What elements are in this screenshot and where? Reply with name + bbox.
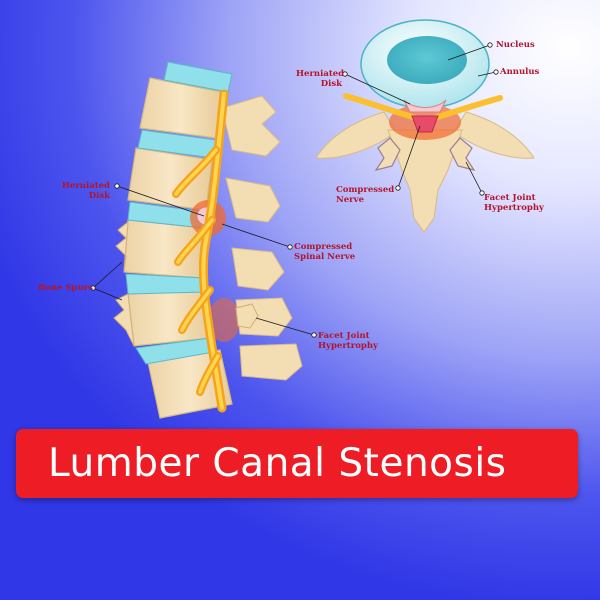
spinous-process-1 <box>221 95 281 157</box>
label-compressed-nerve-line1: Compressed <box>336 185 395 195</box>
label-facet-joint-side: Facet Joint Hypertrophy <box>318 331 378 351</box>
spinous-process-5 <box>239 343 303 381</box>
title-banner: Lumber Canal Stenosis <box>16 429 578 498</box>
lamina <box>387 129 463 233</box>
leader-nucleus <box>447 44 491 61</box>
leader-compressed-nerve-dot <box>395 185 401 191</box>
leader-herniated-top <box>344 73 411 105</box>
vertebra-4 <box>127 289 211 347</box>
leader-lines <box>90 42 499 338</box>
nucleus-core <box>387 36 467 84</box>
label-compressed-spinal-nerve: Compressed Spinal Nerve <box>294 242 355 262</box>
nerve-root-2-highlight <box>176 218 214 264</box>
spinal-cord-highlight <box>201 92 226 410</box>
leader-compressed-spinal <box>221 223 291 248</box>
lumbar-spine-side-view <box>113 61 303 419</box>
nerve-root-4-highlight <box>198 354 220 394</box>
label-compressed-nerve-line2: Nerve <box>336 195 365 205</box>
label-nucleus: Nucleus <box>496 40 535 50</box>
label-facet-joint-top-line1: Facet Joint <box>484 193 536 203</box>
page-title: Lumber Canal Stenosis <box>48 441 507 486</box>
leader-herniated-side-dot <box>114 183 120 189</box>
label-facet-joint-side-line2: Hypertrophy <box>318 341 378 351</box>
label-facet-joint-side-line1: Facet Joint <box>318 331 370 341</box>
leader-compressed-nerve <box>397 125 421 189</box>
leader-bone-spur-dot <box>90 285 96 291</box>
leader-facet-side-dot <box>311 332 317 338</box>
label-facet-joint-top: Facet Joint Hypertrophy <box>484 193 544 213</box>
label-herniated-disk-top-line1: Herniated <box>296 69 345 79</box>
nerve-root-3-highlight <box>180 288 212 332</box>
leader-facet-top-dot <box>479 190 485 196</box>
leader-herniated-top-dot <box>342 71 348 77</box>
transverse-process-left <box>315 111 397 159</box>
leader-nucleus-dot <box>487 42 493 48</box>
leader-compressed-spinal-dot <box>287 244 293 250</box>
label-herniated-disk-side: Herniated Disk <box>56 181 110 201</box>
leader-facet-top <box>465 161 483 194</box>
leader-herniated-side <box>116 185 205 217</box>
label-herniated-disk-side-line2: Disk <box>88 191 110 201</box>
vertebra-top-view <box>315 19 535 233</box>
leader-annulus-dot <box>493 69 499 75</box>
facet-inflammation <box>208 298 240 342</box>
label-bone-spurs: Bone Spurs <box>38 283 93 293</box>
leader-bone-spur-a <box>92 261 123 289</box>
label-herniated-disk-side-line1: Herniated <box>61 181 110 191</box>
facet-hypertrophy-right <box>449 137 476 171</box>
spinous-process-3 <box>231 247 285 291</box>
nerve-root-1-highlight <box>174 148 218 196</box>
label-compressed-nerve: Compressed Nerve <box>336 185 394 205</box>
spinal-canal-top <box>411 115 439 133</box>
label-compressed-spinal-nerve-line2: Spinal Nerve <box>294 252 356 262</box>
leader-annulus <box>477 71 497 77</box>
bone-spur-1 <box>115 220 129 273</box>
label-facet-joint-top-line2: Hypertrophy <box>484 203 544 213</box>
label-herniated-disk-top: Herniated Disk <box>296 69 345 89</box>
compressed-nerve-right <box>431 95 503 121</box>
disc-4 <box>125 273 207 295</box>
transverse-process-right <box>453 111 535 159</box>
label-compressed-spinal-nerve-line1: Compressed <box>294 242 353 252</box>
facet-hypertrophy-growth <box>235 303 259 329</box>
label-herniated-disk-top-line2: Disk <box>320 79 342 89</box>
label-annulus: Annulus <box>500 67 540 77</box>
compressed-nerve-left <box>343 93 419 121</box>
vertebra-2 <box>127 147 213 211</box>
facet-hypertrophy-left <box>374 137 401 171</box>
bone-spur-2 <box>113 293 135 347</box>
leader-bone-spur-b <box>92 287 123 301</box>
leader-facet-side <box>255 317 315 336</box>
spinous-process-2 <box>225 177 281 223</box>
